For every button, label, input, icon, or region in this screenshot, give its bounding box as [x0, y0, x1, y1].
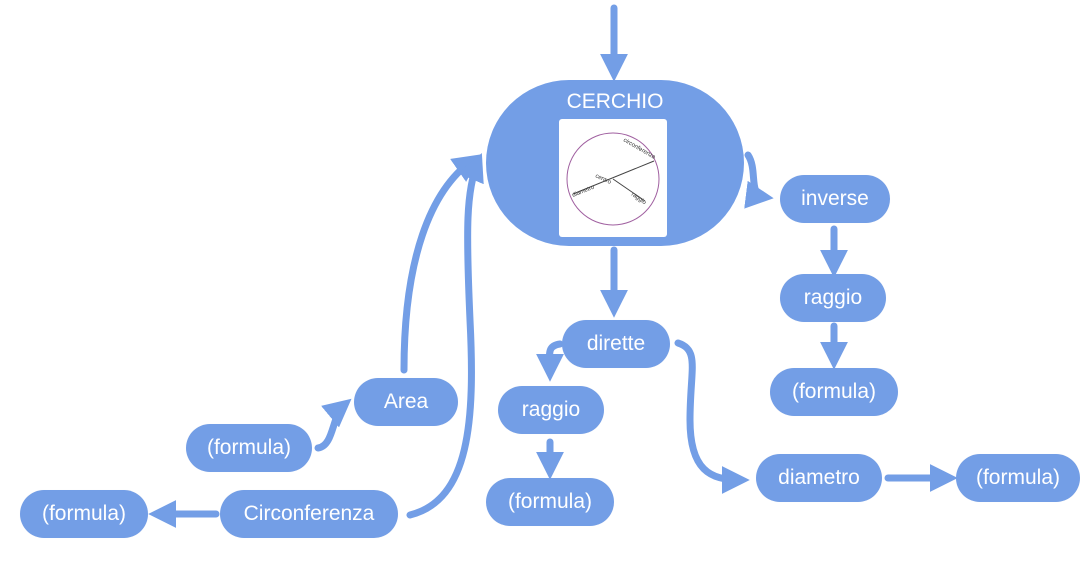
node-formula-diametro[interactable]: (formula) — [956, 454, 1080, 502]
connector-cerchio-to-inverse — [744, 151, 774, 209]
connector-dirette-to-diametro — [674, 339, 750, 494]
node-diametro[interactable]: diametro — [756, 454, 882, 502]
node-circonferenza[interactable]: Circonferenza — [220, 490, 398, 538]
node-raggio-dirette[interactable]: raggio — [498, 386, 604, 434]
label-raggio: raggio — [630, 192, 648, 207]
circle-diagram-image: circonferenza centro diametro raggio — [559, 119, 667, 237]
connector-area-to-cerchio — [400, 154, 482, 374]
connector-dirette-to-raggio — [535, 340, 564, 382]
node-inverse[interactable]: inverse — [780, 175, 890, 223]
connector-circonferenza-to-cerchio — [406, 152, 484, 519]
label-diametro: diametro — [572, 184, 597, 199]
node-formula-area[interactable]: (formula) — [186, 424, 312, 472]
cerchio-title: CERCHIO — [566, 90, 664, 113]
node-dirette[interactable]: dirette — [562, 320, 670, 368]
node-formula-raggio-dirette[interactable]: (formula) — [486, 478, 614, 526]
connector-formula-to-area — [314, 398, 352, 452]
node-formula-circonferenza[interactable]: (formula) — [20, 490, 148, 538]
node-raggio-inverse[interactable]: raggio — [780, 274, 886, 322]
node-formula-inverse[interactable]: (formula) — [770, 368, 898, 416]
cerchio-node[interactable]: CERCHIO circonferenza centro diametro ra… — [486, 80, 744, 246]
node-area[interactable]: Area — [354, 378, 458, 426]
